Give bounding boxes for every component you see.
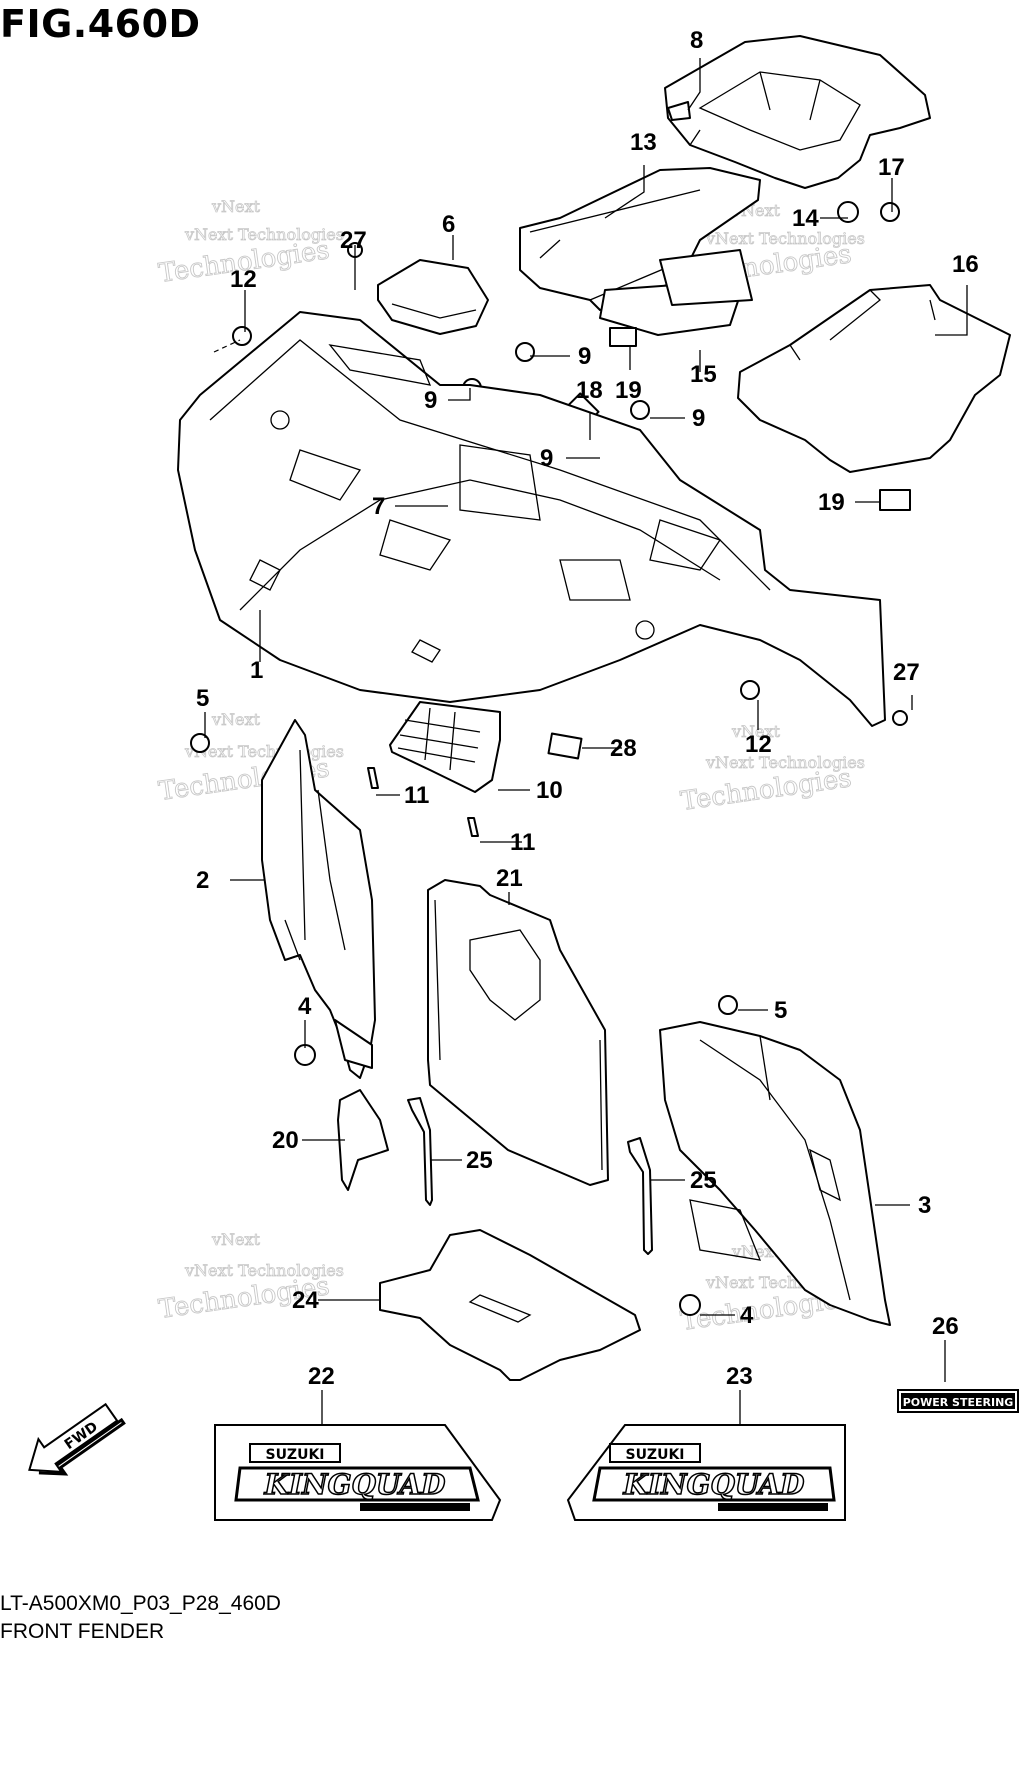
callout-26: 26: [932, 1313, 959, 1340]
figure-name: FRONT FENDER: [0, 1620, 165, 1643]
part-20: [337, 1089, 389, 1191]
callout-9-b: 9: [424, 387, 437, 414]
svg-text:vNext: vNext: [211, 710, 261, 729]
part-16-side-guard: [737, 284, 1011, 473]
watermark-mid-right: vNext vNext Technologies Technologies: [678, 722, 865, 818]
part-2-left-mudguard: [261, 719, 376, 1079]
svg-text:vNext: vNext: [731, 722, 781, 741]
callout-19-right: 19: [818, 489, 845, 516]
callout-14: 14: [792, 205, 819, 232]
callout-25-left: 25: [466, 1147, 493, 1174]
callout-17: 17: [878, 154, 905, 181]
callout-1: 1: [250, 657, 263, 684]
callout-24: 24: [292, 1287, 319, 1314]
callout-11-b: 11: [510, 829, 535, 856]
svg-text:POWER STEERING: POWER STEERING: [903, 1396, 1014, 1409]
callout-5-left: 5: [196, 685, 209, 712]
part-10-grille: [389, 701, 501, 793]
part-1-front-fender: [177, 311, 886, 727]
figure-code: LT-A500XM0_P03_P28_460D: [0, 1592, 281, 1615]
svg-text:KINGQUAD: KINGQUAD: [264, 1468, 447, 1501]
callout-6: 6: [442, 211, 455, 238]
callout-21: 21: [496, 865, 523, 892]
callout-25-right: 25: [690, 1167, 717, 1194]
svg-text:vNext Technologies: vNext Technologies: [184, 225, 344, 244]
part-24-plate: [379, 1229, 641, 1381]
svg-text:vNext: vNext: [211, 197, 261, 216]
callout-16: 16: [952, 251, 979, 278]
callout-9-a: 9: [578, 343, 591, 370]
callout-numbers: 8 13 17 14 6 27 12 16 9 9 18 19 15 9 9 1…: [196, 27, 979, 1390]
svg-text:vNext: vNext: [211, 1230, 261, 1249]
callout-11-a: 11: [404, 782, 429, 809]
callout-12-top: 12: [230, 266, 257, 293]
fasteners-lower: [190, 680, 908, 1316]
callout-10: 10: [536, 777, 563, 804]
fwd-arrow-icon: FWD: [28, 1402, 126, 1476]
kingquad-decal-22: SUZUKI KINGQUAD: [214, 1424, 502, 1521]
callout-3: 3: [918, 1192, 931, 1219]
callout-18: 18: [576, 377, 603, 404]
callout-19-top: 19: [615, 377, 642, 404]
callout-20: 20: [272, 1127, 299, 1154]
part-8-upper-cover: [664, 35, 931, 189]
callout-27-right: 27: [893, 659, 920, 686]
callout-23: 23: [726, 1363, 753, 1390]
figure-title: FIG.460D: [0, 2, 201, 46]
leader-lines: [204, 58, 968, 1425]
callout-9-d: 9: [540, 445, 553, 472]
callout-15: 15: [690, 361, 717, 388]
svg-text:KINGQUAD: KINGQUAD: [623, 1468, 806, 1501]
part-28: [547, 732, 583, 760]
svg-text:SUZUKI: SUZUKI: [265, 1447, 324, 1463]
part-3-right-mudguard: [659, 1021, 891, 1326]
callout-4-left: 4: [298, 993, 312, 1020]
callout-28: 28: [610, 735, 637, 762]
svg-text:SUZUKI: SUZUKI: [625, 1447, 684, 1463]
callout-9-c: 9: [692, 405, 705, 432]
callout-12-right: 12: [745, 731, 772, 758]
svg-text:vNext Technologies: vNext Technologies: [705, 229, 865, 248]
callout-22: 22: [308, 1363, 335, 1390]
callout-4-right: 4: [740, 1302, 754, 1329]
part-21-center-panel: [427, 879, 609, 1186]
callout-8: 8: [690, 27, 703, 54]
callout-27-top: 27: [340, 227, 367, 254]
part-25-cable-ties: [407, 1097, 653, 1255]
kingquad-decal-23: SUZUKI KINGQUAD: [566, 1424, 846, 1521]
part-13-bracket: [519, 167, 761, 336]
power-steering-decal: POWER STEERING: [897, 1389, 1019, 1413]
callout-7: 7: [372, 493, 385, 520]
part-6-cap: [377, 259, 489, 335]
svg-text:vNext Technologies: vNext Technologies: [184, 1261, 344, 1280]
svg-text:vNext Technologies: vNext Technologies: [705, 753, 865, 772]
callout-5-right: 5: [774, 997, 787, 1024]
callout-2: 2: [196, 867, 209, 894]
callout-13: 13: [630, 129, 657, 156]
